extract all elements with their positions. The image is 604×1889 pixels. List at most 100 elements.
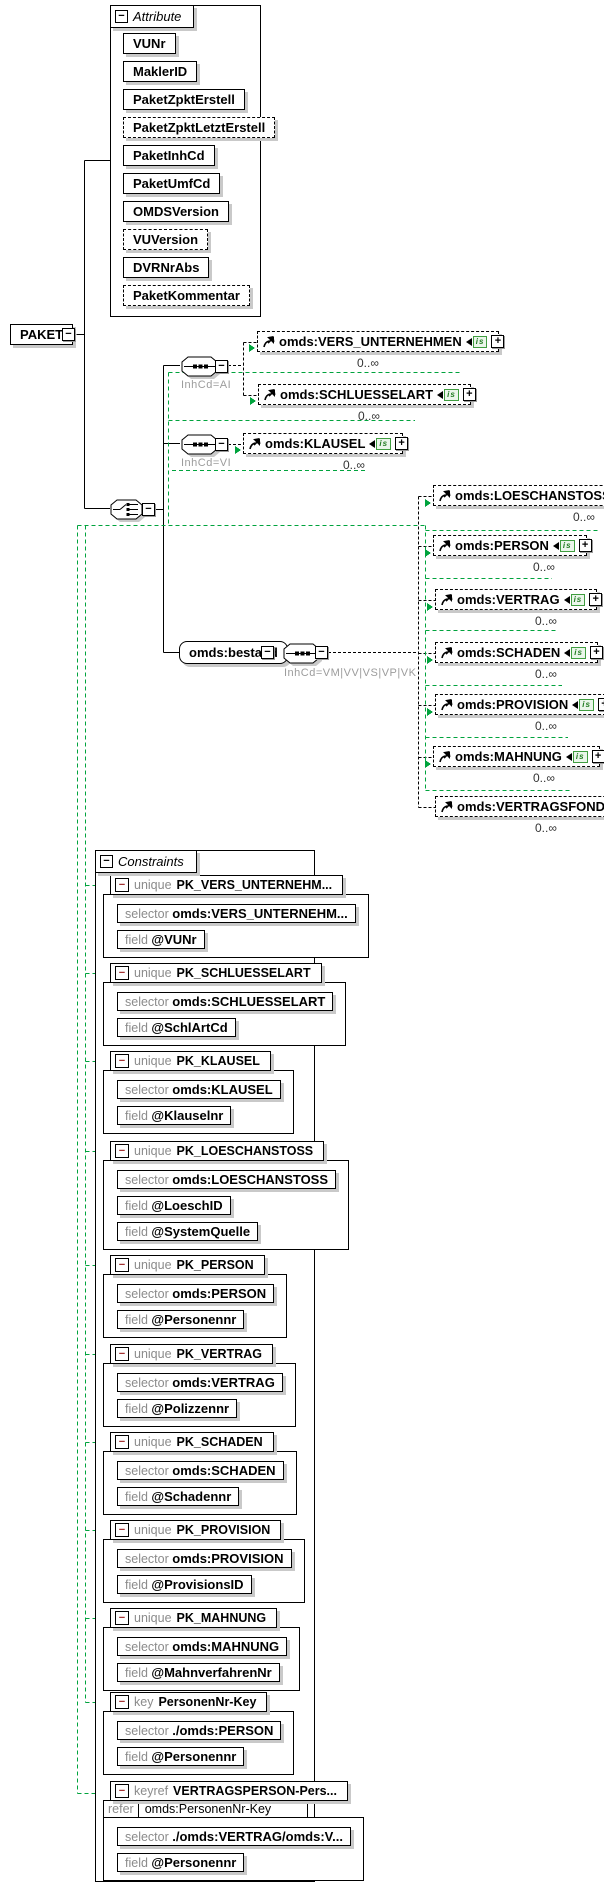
constraint-field[interactable]: field @Schadennr	[117, 1487, 240, 1506]
attribute-omdsversion[interactable]: OMDSVersion	[123, 201, 229, 222]
collapse-minus-icon[interactable]: −	[115, 1347, 129, 1361]
attribute-vunr[interactable]: VUNr	[123, 33, 176, 54]
attribute-paketzpkterstell[interactable]: PaketZpktErstell	[123, 89, 245, 110]
attributes-section-tab[interactable]: − Attribute	[110, 5, 195, 28]
collapse-minus-icon[interactable]: −	[142, 503, 155, 516]
collapse-minus-icon[interactable]: −	[100, 855, 113, 868]
refer-value: omds:PersonenNr-Key	[144, 1802, 272, 1816]
collapse-minus-icon[interactable]: −	[115, 1523, 129, 1537]
field-value: @VUNr	[151, 932, 197, 947]
collapse-minus-icon[interactable]: −	[115, 1784, 129, 1798]
attribute-vuversion[interactable]: VUVersion	[123, 229, 209, 250]
constraint-field[interactable]: field @Personennr	[117, 1747, 245, 1766]
constraints-section-tab[interactable]: − Constraints	[95, 850, 197, 873]
selector-label: selector	[125, 1640, 173, 1654]
collapse-minus-icon[interactable]: −	[115, 1054, 129, 1068]
constraint-selector[interactable]: selector omds:SCHADEN	[117, 1461, 284, 1480]
constraint-field[interactable]: field @Polizzennr	[117, 1399, 238, 1418]
constraint-selector[interactable]: selector ./omds:PERSON	[117, 1721, 282, 1740]
constraint-body: selector ./omds:PERSON field @Personennr	[103, 1711, 295, 1775]
collapse-minus-icon[interactable]: −	[115, 1611, 129, 1625]
selector-value: omds:SCHLUESSELART	[172, 994, 326, 1009]
collapse-minus-icon[interactable]: −	[115, 1695, 129, 1709]
constraint-field[interactable]: field @SchlArtCd	[117, 1018, 236, 1037]
collapse-minus-icon[interactable]: −	[115, 1435, 129, 1449]
selector-value: omds:MAHNUNG	[172, 1639, 280, 1654]
attribute-paketumfcd[interactable]: PaketUmfCd	[123, 173, 221, 194]
expand-plus-icon[interactable]: +	[395, 437, 409, 450]
constraint-field[interactable]: field @Personennr	[117, 1853, 245, 1872]
attribute-paketzpktletzterstell[interactable]: PaketZpktLetztErstell	[123, 117, 276, 138]
field-value: @Polizzennr	[151, 1401, 230, 1416]
collapse-minus-icon[interactable]: −	[315, 646, 328, 659]
constraint-name: PK_SCHADEN	[176, 1435, 263, 1449]
field-label: field	[125, 1021, 152, 1035]
selector-value: omds:VERS_UNTERNEHM...	[172, 906, 348, 921]
collapse-minus-icon[interactable]: −	[62, 328, 75, 341]
constraint-field[interactable]: field @Personennr	[117, 1310, 245, 1329]
collapse-minus-icon[interactable]: −	[261, 646, 274, 659]
constraint-selector[interactable]: selector omds:VERTRAG	[117, 1373, 283, 1392]
constraint-selector[interactable]: selector omds:KLAUSEL	[117, 1080, 281, 1099]
constraint-field[interactable]: field @Klauselnr	[117, 1106, 232, 1125]
constraint-field[interactable]: field @VUNr	[117, 930, 205, 949]
constraint-selector[interactable]: selector omds:VERS_UNTERNEHM...	[117, 904, 356, 923]
expand-plus-icon[interactable]: +	[578, 539, 592, 552]
collapse-minus-icon[interactable]: −	[115, 1258, 129, 1272]
constraint-field[interactable]: field @LoeschID	[117, 1196, 231, 1215]
element-omds-loeschanstoss[interactable]: omds:LOESCHANSTOSSis+	[433, 485, 604, 506]
expand-plus-icon[interactable]: +	[462, 388, 476, 401]
constraint-field[interactable]: field @ProvisionsID	[117, 1575, 252, 1594]
constraint-selector[interactable]: selector omds:PERSON	[117, 1284, 275, 1303]
collapse-minus-icon[interactable]: −	[215, 438, 228, 451]
collapse-minus-icon[interactable]: −	[115, 10, 128, 23]
constraint-selector[interactable]: selector ./omds:VERTRAG/omds:V...	[117, 1827, 351, 1846]
collapse-minus-icon[interactable]: −	[115, 966, 129, 980]
element-omds-vertragsfonds[interactable]: omds:VERTRAGSFONDS+	[435, 796, 604, 817]
attribute-maklerid[interactable]: MaklerID	[123, 61, 198, 82]
substitution-badge-icon: is	[564, 646, 586, 659]
constraint-field[interactable]: field @MahnverfahrenNr	[117, 1663, 280, 1682]
constraint-field[interactable]: field @SystemQuelle	[117, 1222, 259, 1241]
attribute-paketkommentar[interactable]: PaketKommentar	[123, 285, 250, 306]
expand-plus-icon[interactable]: +	[589, 593, 603, 606]
attribute-paketinhcd[interactable]: PaketInhCd	[123, 145, 215, 166]
expand-plus-icon[interactable]: +	[589, 646, 603, 659]
expand-plus-icon[interactable]: +	[491, 335, 505, 348]
constraint-selector[interactable]: selector omds:MAHNUNG	[117, 1637, 288, 1656]
constraint-kind-label: unique	[134, 1523, 172, 1537]
attribute-dvrnrabs[interactable]: DVRNrAbs	[123, 257, 210, 278]
collapse-minus-icon[interactable]: −	[115, 1144, 129, 1158]
constraint-selector[interactable]: selector omds:PROVISION	[117, 1549, 292, 1568]
collapse-minus-icon[interactable]: −	[215, 360, 228, 373]
constraint-selector[interactable]: selector omds:SCHLUESSELART	[117, 992, 334, 1011]
constraint-selector[interactable]: selector omds:LOESCHANSTOSS	[117, 1170, 337, 1189]
element-bestand[interactable]: omds:bestand	[179, 641, 288, 664]
selector-label: selector	[125, 1724, 173, 1738]
collapse-minus-icon[interactable]: −	[115, 878, 129, 892]
expand-plus-icon[interactable]: +	[597, 698, 604, 711]
sequence-condition-label: InhCd=AI	[181, 379, 232, 391]
expand-plus-icon[interactable]: +	[591, 750, 604, 763]
